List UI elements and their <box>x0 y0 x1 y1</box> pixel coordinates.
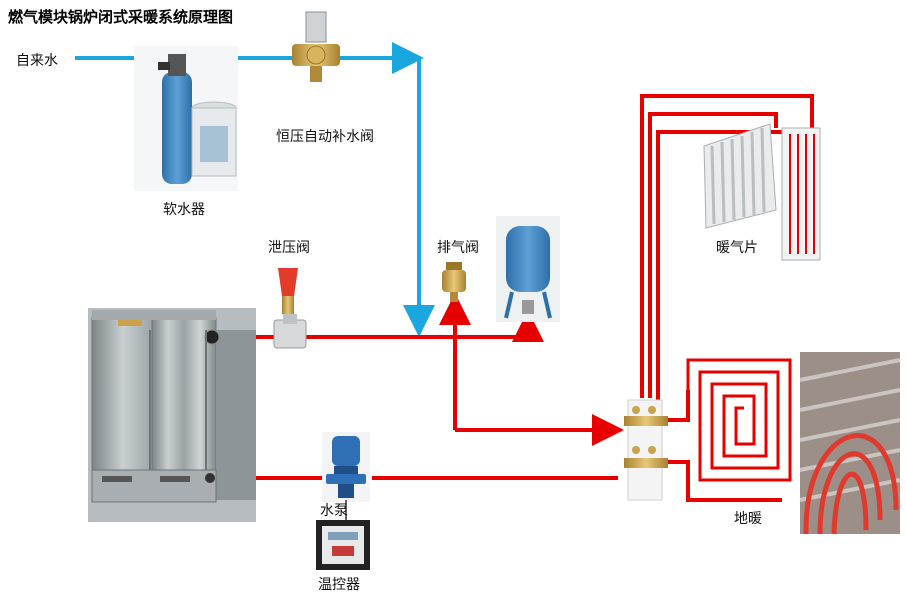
vent-valve-icon <box>442 262 466 302</box>
pressure-valve-icon <box>292 11 340 82</box>
radiator-icon <box>703 123 821 261</box>
manifold-icon <box>624 399 668 501</box>
water-pump-icon <box>322 432 370 502</box>
pressure-valve-label: 恒压自动补水阀 <box>276 129 374 145</box>
diagram-title: 燃气模块锅炉闭式采暖系统原理图 <box>8 8 234 26</box>
boiler-icon <box>88 308 256 522</box>
floor-heating-label: 地暖 <box>734 511 762 527</box>
thermostat-icon <box>316 500 370 570</box>
pump-label: 水泵 <box>320 503 348 519</box>
relief-valve-label: 泄压阀 <box>268 240 310 256</box>
softener-tank-icon <box>134 46 238 191</box>
floor-heating-coil <box>686 358 792 482</box>
vent-valve-label: 排气阀 <box>437 240 479 256</box>
floor-heating-photo-icon <box>799 352 901 535</box>
radiator-label: 暖气片 <box>716 240 758 256</box>
relief-valve-icon <box>273 268 307 349</box>
cold-water-line <box>75 42 435 337</box>
tap-water-label: 自来水 <box>16 53 58 69</box>
expansion-tank-icon <box>496 216 560 322</box>
thermostat-label: 温控器 <box>318 577 360 593</box>
softener-label: 软水器 <box>163 202 205 218</box>
